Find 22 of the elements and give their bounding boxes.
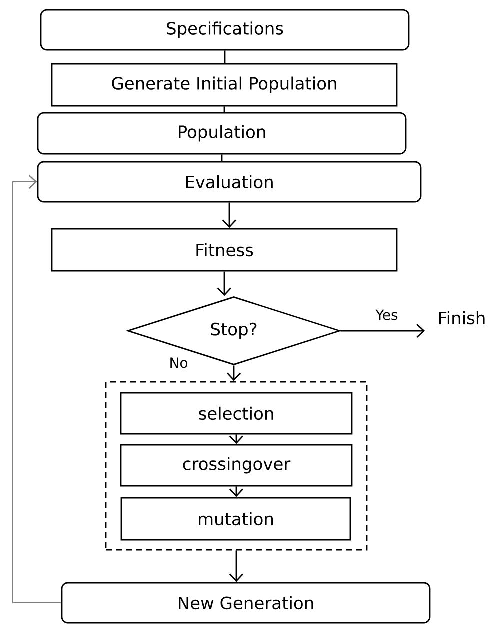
connector-line — [221, 154, 223, 162]
edge-label: No — [170, 358, 188, 368]
arrow — [222, 202, 236, 228]
process-box: Generate Initial Population — [51, 63, 398, 107]
arrow — [226, 366, 241, 382]
rounded-box: New Generation — [61, 582, 431, 624]
dashed-group-box — [105, 381, 368, 551]
process-box: Fitness — [51, 228, 398, 272]
connector-line — [224, 106, 226, 112]
end-label: Finish — [439, 311, 485, 325]
connector-line — [224, 50, 226, 64]
arrow — [340, 324, 426, 338]
process-box: mutation — [120, 497, 352, 541]
process-box: crossingover — [120, 444, 353, 487]
rounded-box: Evaluation — [37, 161, 422, 203]
edge-label: Yes — [376, 310, 398, 320]
arrow — [229, 550, 244, 582]
rounded-box: Specifications — [40, 9, 410, 51]
rounded-box: Population — [37, 112, 407, 155]
arrow — [12, 175, 62, 604]
arrow — [217, 272, 232, 296]
process-box: selection — [120, 392, 353, 435]
